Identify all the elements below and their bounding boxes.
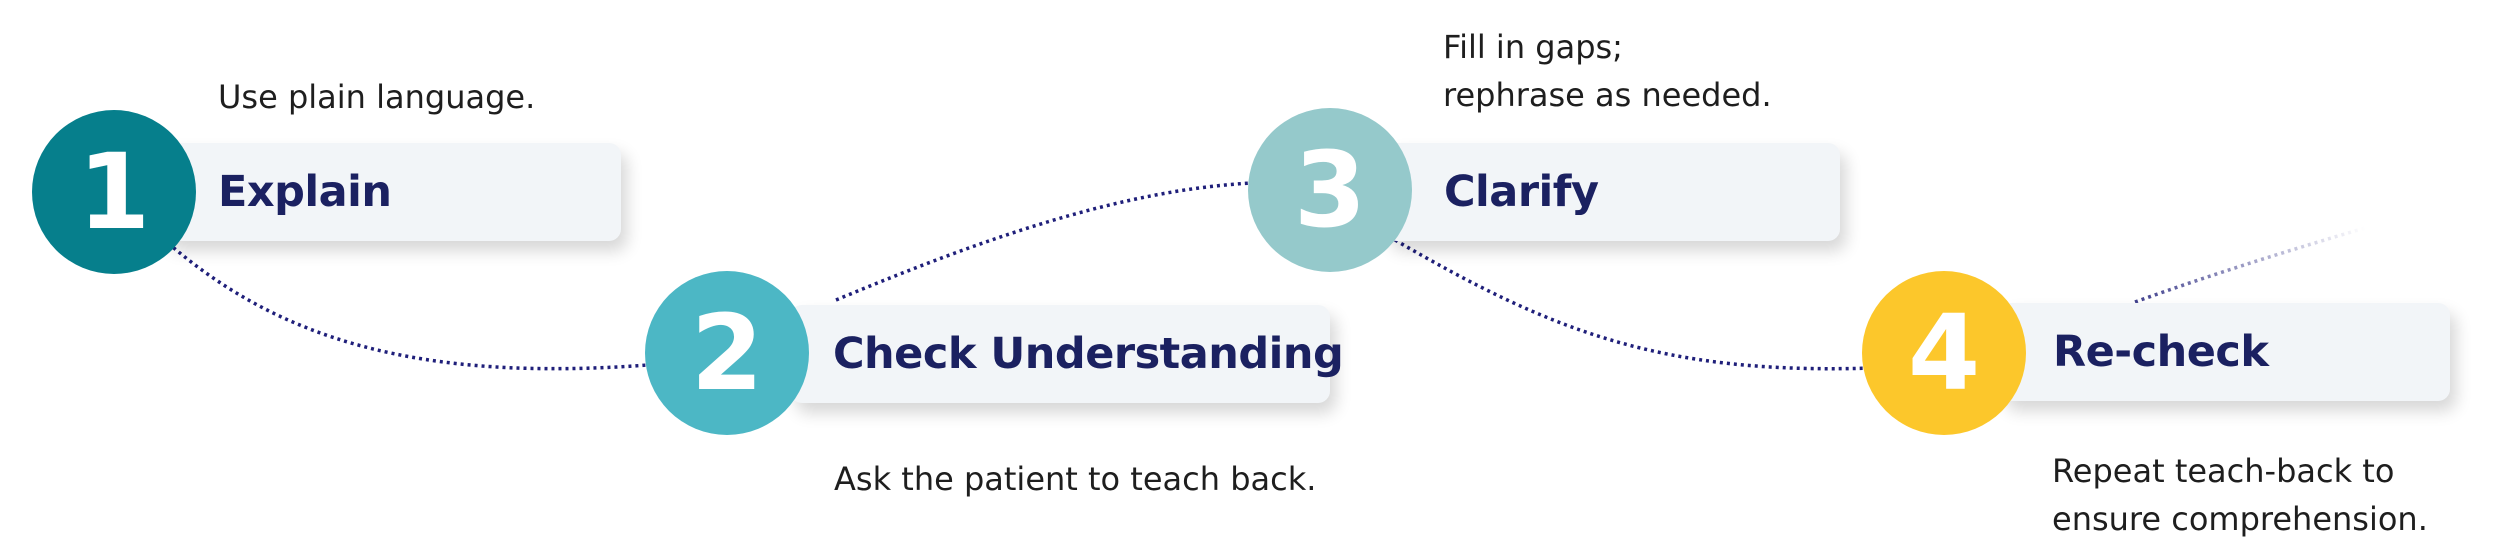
step-3-title: Clarify [1444,167,1599,217]
step-4-number: 4 [1907,292,1981,414]
step-3-card: Clarify [1385,143,1840,241]
step-3-note: Fill in gaps; rephrase as needed. [1443,23,1772,119]
step-4-note-line-1: Repeat teach-back to [2052,452,2395,490]
step-2-title: Check Understanding [833,329,1344,379]
step-3-number: 3 [1293,129,1367,251]
step-2-card: Check Understanding [790,305,1344,403]
step-1-note: Use plain language. [218,73,535,121]
step-4-note-line-2: ensure comprehension. [2052,500,2428,538]
step-2-note: Ask the patient to teach back. [834,455,1316,503]
connector-1-2 [166,241,649,371]
step-3-badge: 3 [1248,108,1412,272]
step-1-number: 1 [77,131,151,253]
step-2-number: 2 [690,292,764,414]
step-1-title: Explain [218,167,392,217]
step-1-note-line-1: Use plain language. [218,78,536,116]
step-4-title: Re-check [2053,327,2269,377]
step-1-card: Explain [163,143,621,241]
step-2-badge: 2 [645,271,809,435]
step-1-badge: 1 [32,110,196,274]
connector-2-3 [835,181,1253,302]
step-3-note-line-2: rephrase as needed. [1443,76,1772,114]
connector-3-4 [1394,238,1873,371]
step-2-note-line-1: Ask the patient to teach back. [834,460,1317,498]
step-4-note: Repeat teach-back to ensure comprehensio… [2052,447,2428,543]
connector-4-out [2134,226,2366,304]
step-3-note-line-1: Fill in gaps; [1443,28,1623,66]
step-4-card: Re-check [2000,303,2450,401]
step-4-badge: 4 [1862,271,2026,435]
